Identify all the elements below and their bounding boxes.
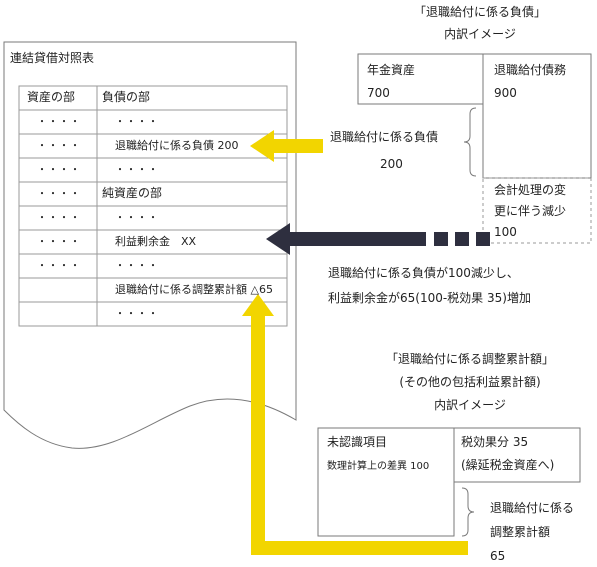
balance-sheet-table-grid (18, 85, 288, 327)
liability-label: 退職給付に係る負債 (330, 130, 439, 144)
change-line1: 会計処理の変 (494, 183, 567, 197)
tax-effect-label: 税効果分 35 (461, 435, 529, 449)
assets-header: 資産の部 (27, 90, 76, 104)
liability-breakdown-title: 「退職給付に係る負債」 (413, 5, 546, 19)
adjustment-label-line1: 退職給付に係る (490, 501, 575, 515)
explanation-line1: 退職給付に係る負債が100減少し、 (328, 266, 519, 280)
adjustment-label-line2: 調整累計額 (490, 525, 551, 539)
table-cell-dots: ・・・・ (115, 261, 159, 272)
table-cell-dots: ・・・・ (37, 117, 81, 128)
liability-arrow (250, 130, 323, 162)
liability-brace (463, 107, 477, 177)
liabilities-header: 負債の部 (102, 90, 151, 104)
table-cell-dots: ・・・・ (37, 189, 81, 200)
adjustment-value: 65 (490, 549, 506, 563)
plan-assets-label: 年金資産 (367, 63, 416, 77)
retained-earnings-arrow (266, 223, 490, 255)
change-value: 100 (494, 225, 517, 239)
table-cell-dots: ・・・・ (115, 309, 159, 320)
table-cell-dots: ・・・・ (115, 213, 159, 224)
table-cell-dots: ・・・・ (37, 165, 81, 176)
table-cell-dots: ・・・・ (115, 117, 159, 128)
plan-assets-value: 700 (367, 86, 390, 100)
liability-value: 200 (380, 157, 403, 171)
tax-effect-box (453, 427, 581, 483)
pension-liability-cell: 退職給付に係る負債 200 (115, 139, 239, 152)
table-cell-dots: ・・・・ (37, 213, 81, 224)
adjustment-breakdown-subtitle: (その他の包括利益累計額) (399, 375, 541, 389)
obligation-value: 900 (494, 86, 517, 100)
obligation-label: 退職給付債務 (494, 63, 567, 77)
tax-effect-note: (繰延税金資産へ) (461, 458, 555, 472)
actuarial-difference: 数理計算上の差異 100 (327, 461, 430, 472)
retained-earnings-cell: 利益剰余金 XX (115, 235, 197, 248)
liability-breakdown-subtitle: 内訳イメージ (444, 27, 516, 41)
table-cell-dots: ・・・・ (37, 237, 81, 248)
unrecognized-label: 未認識項目 (327, 435, 388, 449)
table-cell-dots: ・・・・ (37, 261, 81, 272)
adjustment-breakdown-caption: 内訳イメージ (434, 398, 506, 412)
accumulated-adjustment-cell: 退職給付に係る調整累計額 △65 (115, 283, 273, 296)
change-box-dashed (482, 177, 592, 244)
table-cell-dots: ・・・・ (37, 141, 81, 152)
explanation-line2: 利益剰余金が65(100-税効果 35)増加 (328, 291, 531, 305)
net-assets-header: 純資産の部 (102, 186, 163, 200)
adjustment-arrow (242, 294, 468, 555)
adjustment-breakdown-title: 「退職給付に係る調整累計額」 (385, 352, 554, 366)
change-line2: 更に伴う減少 (494, 204, 567, 218)
adjustment-brace (461, 487, 475, 537)
table-cell-dots: ・・・・ (115, 165, 159, 176)
balance-sheet-title: 連結貸借対照表 (10, 51, 95, 65)
